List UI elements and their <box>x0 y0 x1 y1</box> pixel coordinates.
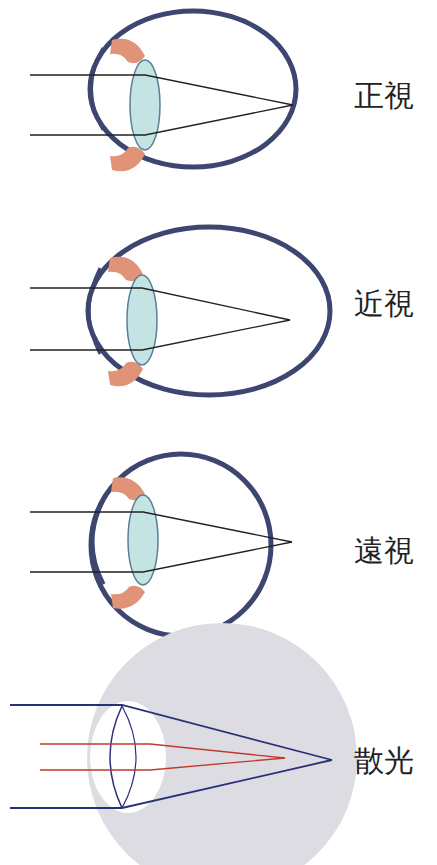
cornea <box>89 268 100 354</box>
eye-label: 散光 <box>354 744 414 777</box>
light-ray <box>10 705 332 760</box>
hyperopic-eye <box>30 454 292 636</box>
eye-label: 遠視 <box>354 534 414 567</box>
ciliary-body <box>108 362 143 386</box>
light-ray <box>30 75 293 105</box>
ciliary-body <box>110 147 145 171</box>
light-ray <box>30 320 290 350</box>
cornea <box>110 706 122 808</box>
eye-label: 正視 <box>354 79 414 112</box>
lens <box>122 706 136 808</box>
normal-eye <box>30 11 296 171</box>
ciliary-body <box>111 586 145 609</box>
ciliary-body <box>110 39 145 63</box>
myopic-eye <box>30 227 330 395</box>
light-ray <box>30 512 292 542</box>
light-ray <box>40 758 285 770</box>
light-ray <box>40 744 285 758</box>
eyeball-outline <box>91 454 271 636</box>
cornea <box>92 48 104 130</box>
cornea-area <box>90 701 166 813</box>
astigmatic-eye <box>10 623 357 865</box>
eyeball-outline <box>88 227 330 395</box>
light-ray <box>30 542 292 572</box>
light-ray <box>30 288 290 320</box>
lens <box>130 60 160 150</box>
eye-label: 近視 <box>354 287 414 320</box>
light-ray <box>10 760 332 808</box>
light-ray <box>30 105 293 135</box>
eyeball-outline <box>90 11 296 167</box>
